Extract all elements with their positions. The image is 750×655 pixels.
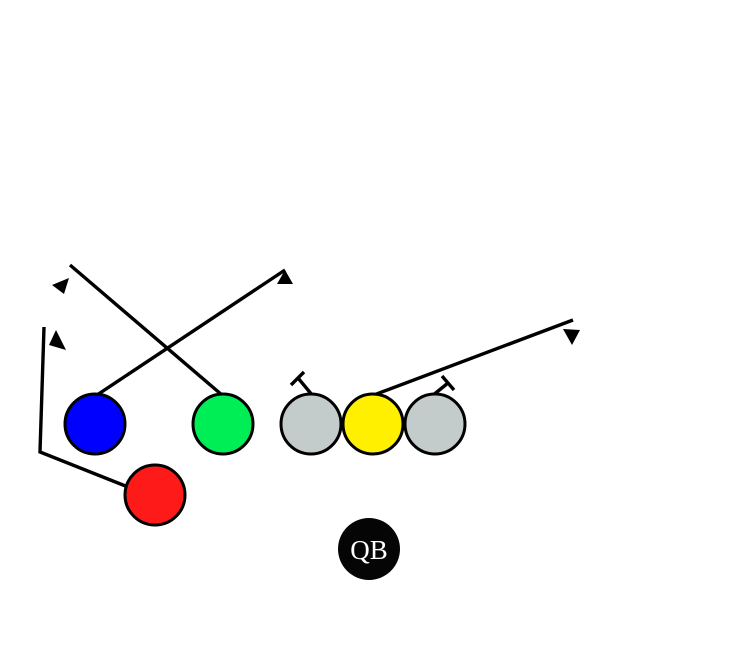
route-blue-receiver-arrowhead xyxy=(277,270,293,284)
players-layer: QB xyxy=(63,392,467,580)
player-blue-receiver[interactable] xyxy=(63,392,127,456)
player-left-lineman[interactable] xyxy=(279,392,343,456)
route-red-back[interactable] xyxy=(38,326,129,489)
block-mark-right-lineman-cap xyxy=(440,374,456,392)
route-green-receiver-arrowhead xyxy=(52,278,69,294)
route-yellow-center-arrowhead xyxy=(563,329,580,345)
player-quarterback[interactable]: QB xyxy=(338,518,400,580)
route-red-back-arrowhead xyxy=(49,330,66,350)
player-right-lineman[interactable] xyxy=(403,392,467,456)
route-blue-receiver[interactable] xyxy=(96,268,286,397)
player-green-receiver[interactable] xyxy=(191,392,255,456)
quarterback-label: QB xyxy=(350,535,388,565)
player-yellow-center[interactable] xyxy=(341,392,405,456)
route-green-receiver[interactable] xyxy=(68,263,224,397)
player-red-back[interactable] xyxy=(123,463,187,527)
routes-layer xyxy=(38,263,580,489)
quarterback-circle[interactable] xyxy=(338,518,400,580)
block-mark-left-lineman-cap xyxy=(289,370,306,387)
route-yellow-center[interactable] xyxy=(373,318,574,397)
